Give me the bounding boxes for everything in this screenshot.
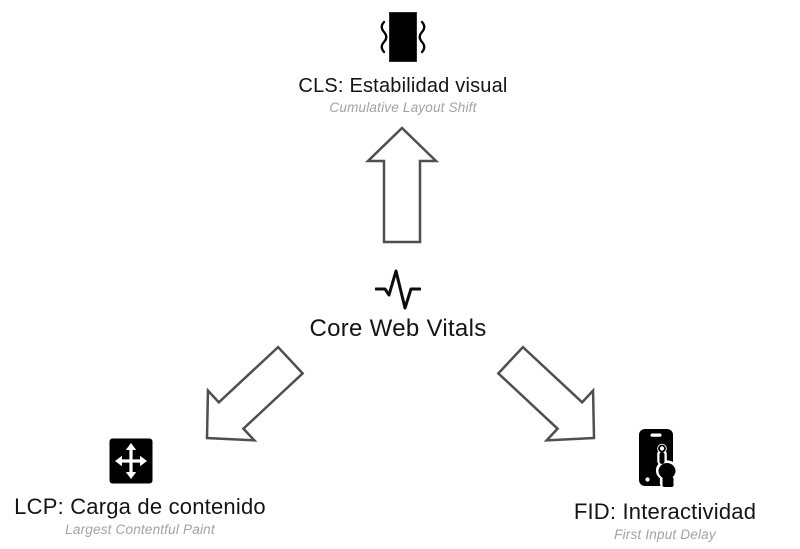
- node-fid: FID: Interactividad First Input Delay: [525, 428, 800, 543]
- node-lcp: LCP: Carga de contenido Largest Contentf…: [0, 438, 280, 538]
- node-cls: CLS: Estabilidad visual Cumulative Layou…: [253, 11, 553, 116]
- node-core: Core Web Vitals: [248, 266, 548, 343]
- tap-hand-icon: [638, 428, 684, 489]
- lcp-subtitle: Largest Contentful Paint: [65, 522, 215, 537]
- pulse-icon: [374, 266, 422, 310]
- move-icon: [109, 438, 153, 484]
- fid-title: FID: Interactividad: [573, 499, 757, 524]
- arrow-up: [366, 126, 438, 244]
- cls-subtitle: Cumulative Layout Shift: [329, 100, 477, 115]
- cls-title: CLS: Estabilidad visual: [298, 75, 508, 97]
- fid-subtitle: First Input Delay: [614, 527, 716, 542]
- vibrate-icon: [378, 11, 428, 63]
- lcp-title: LCP: Carga de contenido: [14, 494, 266, 519]
- core-web-vitals-label: Core Web Vitals: [309, 315, 487, 342]
